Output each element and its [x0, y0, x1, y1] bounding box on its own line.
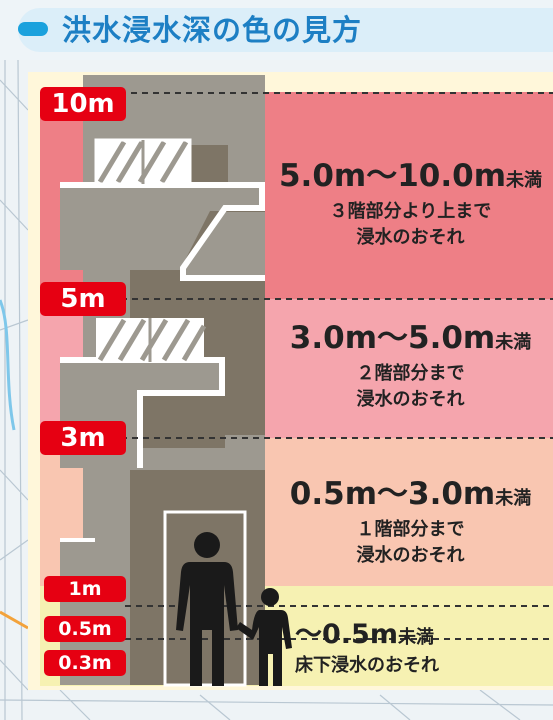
band-range: 〜0.5m — [295, 619, 398, 650]
band-label-under-05m: 〜0.5m未満 床下浸水のおそれ — [295, 612, 525, 679]
adult-figure — [176, 532, 238, 686]
band-unit: 未満 — [397, 627, 434, 648]
band-unit: 未満 — [506, 170, 542, 191]
level-tag-03m: 0.3m — [44, 650, 126, 676]
title-pill — [18, 8, 553, 52]
band-range: 5.0m〜10.0m — [278, 158, 506, 194]
band-description: １階部分まで浸水のおそれ — [356, 519, 465, 566]
title-accent-bar — [18, 22, 48, 36]
band-description: ３階部分より上まで浸水のおそれ — [329, 201, 492, 248]
level-tag-1m: 1m — [44, 576, 126, 602]
band-range: 3.0m〜5.0m — [289, 320, 496, 356]
window-middle — [96, 318, 207, 362]
band-label-3-5m: 3.0m〜5.0m未満 ２階部分まで浸水のおそれ — [268, 312, 553, 413]
band-label-5-10m: 5.0m〜10.0m未満 ３階部分より上まで浸水のおそれ — [268, 150, 553, 251]
level-tag-05m: 0.5m — [44, 616, 126, 642]
band-unit: 未満 — [495, 332, 532, 353]
title-banner: 洪水浸水深の色の見方 — [0, 0, 553, 60]
window-upper — [94, 138, 192, 186]
band-description: 床下浸水のおそれ — [295, 655, 439, 676]
level-tag-3m: 3m — [40, 421, 126, 455]
child-figure — [236, 588, 292, 686]
band-unit: 未満 — [495, 488, 532, 509]
level-tag-10m: 10m — [40, 87, 126, 121]
page-title: 洪水浸水深の色の見方 — [62, 13, 363, 47]
band-label-05-3m: 0.5m〜3.0m未満 １階部分まで浸水のおそれ — [268, 468, 553, 569]
level-tag-5m: 5m — [40, 282, 126, 316]
band-range: 0.5m〜3.0m — [289, 476, 496, 512]
band-description: ２階部分まで浸水のおそれ — [356, 363, 465, 410]
